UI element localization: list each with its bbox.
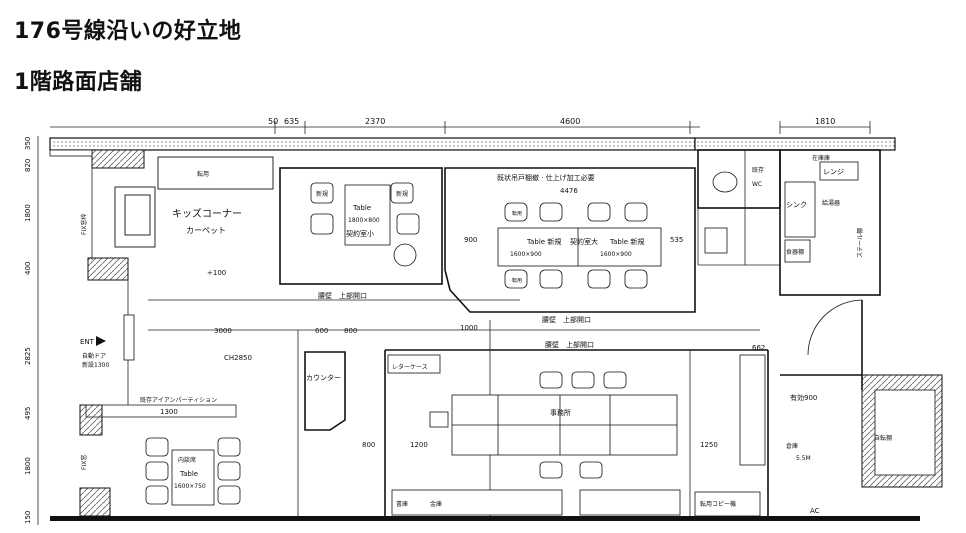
bathroom-label: 自転棚 [874, 434, 892, 442]
entrance-label: ENT [80, 338, 95, 346]
storage-area-label: 5.5M [796, 455, 811, 462]
effective-label: 有効900 [790, 393, 817, 402]
wc-label: WC [752, 181, 762, 188]
letter-case-label: レターケース [392, 363, 428, 371]
fix-window-label: FIX窓 [80, 455, 88, 470]
table-small-label: Table [352, 204, 371, 212]
dim-800a: 800 [344, 327, 357, 335]
page-subtitle: 1階路面店舗 [14, 70, 143, 95]
dim-662: 662 [752, 344, 765, 352]
transfer-label-1: 転用 [197, 170, 209, 178]
new-1300-label: 新設1300 [82, 361, 109, 369]
outer-walls [49, 137, 943, 521]
sink-label: シンク [786, 201, 807, 209]
contract-room-small-label: 契約室小 [346, 229, 374, 238]
auto-door[interactable] [123, 314, 135, 361]
dim-left-350: 350 [24, 137, 32, 150]
contract-room-large-label: 契約室大 [570, 237, 598, 246]
existing-ceiling-label: 既状吊戸棚撤 · 仕上げ加工必要 [497, 173, 595, 182]
safe-label: 金庫 [430, 500, 442, 508]
interior-walls [279, 149, 881, 516]
dim-left-2825: 2825 [24, 347, 32, 365]
kids-corner-label: キッズコーナー [172, 207, 242, 220]
dim-left-1800b: 1800 [24, 457, 32, 475]
dim-top-635: 635 [284, 117, 299, 126]
dim-top-4600: 4600 [560, 117, 580, 126]
dim-top-1810: 1810 [815, 117, 835, 126]
storage-label: 倉庫 [786, 442, 798, 450]
dim-1250: 1250 [700, 441, 718, 449]
small-room-furniture [310, 182, 420, 267]
dim-600: 600 [315, 327, 328, 335]
dim-1200: 1200 [410, 441, 428, 449]
dim-1000: 1000 [460, 324, 478, 332]
ch-label: CH2850 [224, 354, 252, 362]
transfer-label-3: 転用 [512, 278, 522, 284]
discussion-label: 内談席 [178, 456, 196, 464]
partition-width: 1300 [160, 408, 178, 416]
table-right-label: Table 新規 [609, 237, 644, 246]
cupboard-label: 食器棚 [786, 248, 804, 256]
dim-800b: 800 [362, 441, 375, 449]
counter-label: カウンター [306, 373, 341, 382]
discussion-table [145, 437, 241, 506]
dim-top-2370: 2370 [365, 117, 385, 126]
dim-3000: 3000 [214, 327, 232, 335]
dim-left-400: 400 [24, 262, 32, 275]
ceiling-plus: +100 [207, 269, 226, 277]
large-room-furniture [497, 202, 662, 289]
carpet-label: カーペット [186, 226, 226, 235]
stair-shelf-label: ステール棚 [856, 228, 864, 258]
page-title: 176号線沿いの好立地 [14, 19, 242, 44]
table-bottom-label: Table [179, 470, 198, 478]
kids-sofa [114, 156, 274, 248]
copier-label: 転用コピー機 [700, 500, 736, 508]
partition-label: 既存アイアンパーティション [140, 396, 217, 404]
table-small-size: 1800×800 [348, 217, 380, 224]
ac-label: AC [810, 507, 820, 515]
auto-door-label: 自動ドア [82, 352, 106, 360]
stock-room-label: 在庫庫 [812, 154, 830, 162]
dim-top-50: 50 [268, 117, 278, 126]
kitchen-fixtures [704, 161, 859, 263]
dim-4476: 4476 [560, 187, 578, 195]
thin-lines [85, 150, 780, 516]
table-left-size: 1600×900 [510, 251, 542, 258]
top-dimension-lines [37, 121, 871, 525]
storage-door-swing [807, 299, 863, 356]
entrance-arrow-icon [96, 336, 106, 346]
new-label-1: 新規 [316, 190, 328, 198]
fix-window-top: FIX窓枠 [80, 214, 88, 235]
existing-wc-label: 既存 [752, 166, 764, 174]
dim-left-820: 820 [24, 159, 32, 172]
new-label-2: 新規 [396, 190, 408, 198]
table-right-size: 1600×900 [600, 251, 632, 258]
table-bottom-size: 1600×750 [174, 483, 206, 490]
warehouse-label: 書庫 [396, 500, 408, 508]
office-label: 事務所 [550, 408, 571, 417]
dim-left-495: 495 [24, 407, 32, 420]
dim-900: 900 [464, 236, 477, 244]
upper-opening-3: 腰壁 上部開口 [545, 340, 594, 349]
office-furniture [387, 354, 766, 517]
dim-left-150: 150 [24, 511, 32, 524]
dim-535: 535 [670, 236, 683, 244]
table-left-label: Table 新規 [526, 237, 561, 246]
range-label: レンジ [823, 168, 844, 176]
upper-opening-1: 腰壁 上部開口 [318, 291, 367, 300]
upper-opening-2: 腰壁 上部開口 [542, 315, 591, 324]
transfer-label-2: 転用 [512, 211, 522, 217]
dim-left-1800: 1800 [24, 204, 32, 222]
water-heater-label: 給湯器 [822, 199, 840, 207]
